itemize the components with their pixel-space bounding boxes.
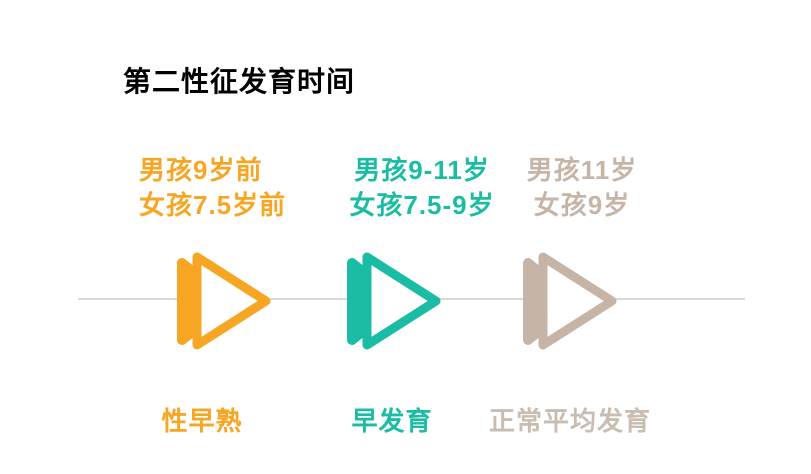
fast-forward-icon-front-triangle xyxy=(362,252,441,350)
age-line-boys: 男孩9-11岁 xyxy=(354,155,490,185)
age-line-girls: 女孩7.5岁前 xyxy=(139,190,287,220)
stage-label: 早发育 xyxy=(351,406,433,436)
page-title: 第二性征发育时间 xyxy=(123,66,356,97)
age-range-group: 男孩11岁 女孩9岁 xyxy=(527,153,638,223)
stage-label: 性早熟 xyxy=(161,406,243,436)
age-range-group: 男孩9岁前 女孩7.5岁前 xyxy=(139,153,286,223)
fast-forward-icon-front-triangle xyxy=(538,252,617,350)
fast-forward-icon-front-triangle xyxy=(192,252,271,350)
fast-forward-icon xyxy=(177,252,271,350)
age-line-girls: 女孩9岁 xyxy=(533,190,631,220)
fast-forward-icon xyxy=(523,252,617,350)
age-line-boys: 男孩9岁前 xyxy=(139,155,263,185)
age-line-boys: 男孩11岁 xyxy=(526,155,638,185)
age-line-girls: 女孩7.5-9岁 xyxy=(349,190,495,220)
fast-forward-icon xyxy=(347,252,441,350)
age-range-group: 男孩9-11岁 女孩7.5-9岁 xyxy=(349,153,494,223)
stage-label: 正常平均发育 xyxy=(488,406,652,436)
